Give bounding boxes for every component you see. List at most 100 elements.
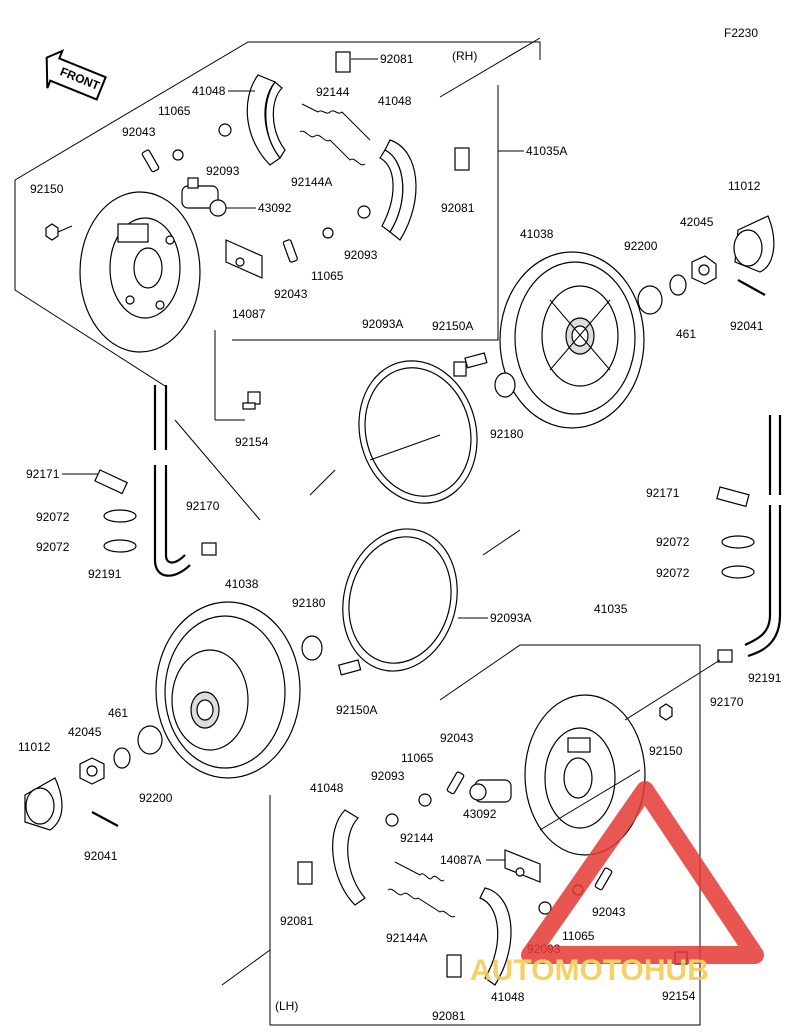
label-92081: 92081 [432,1009,466,1023]
label-92081: 92081 [380,52,414,66]
clip-92081-rh-b [454,147,470,171]
stud-92150A-lh [337,659,362,676]
spring-92144A-lh [387,888,456,918]
washer-92093-rh-b [357,205,371,219]
clamp-92072-left-b [103,539,137,553]
oring-92180-rh [494,372,516,398]
label-92180: 92180 [292,596,326,610]
washer-92093-rh-a [218,123,232,137]
label-92191: 92191 [88,567,122,581]
label-92072: 92072 [36,510,70,524]
brake-shoe-rh-b [379,139,417,241]
front-arrow-icon: FRONT [45,49,107,101]
label-92154: 92154 [662,989,696,1003]
label-14087: 14087 [232,307,266,321]
label-92072: 92072 [656,566,690,580]
label-92171: 92171 [26,467,60,481]
brake-shoe-lh-a [332,809,366,906]
nut-42045-rh [691,255,717,285]
label-41048: 41048 [378,94,412,108]
label-92154: 92154 [235,435,269,449]
rh-assembly-frame [14,37,541,387]
label-92200: 92200 [139,791,173,805]
label-92072: 92072 [656,535,690,549]
cotter-92041-lh [91,811,119,827]
seal-92093A-b [342,528,458,672]
watermark-triangle-icon [521,781,764,964]
label-92180: 92180 [490,427,524,441]
bolt-92150-rh [45,223,73,241]
pin-92043-lh-a [446,771,465,795]
label-41035A: 41035A [526,144,567,158]
label-92144: 92144 [316,85,350,99]
label-11012: 11012 [728,179,761,193]
brake-shoe-rh-a [246,74,286,166]
label-41038: 41038 [225,577,259,591]
washer-461-lh [113,747,131,769]
washer-11065-rh-a [172,149,184,161]
label-92191: 92191 [748,671,782,685]
clip-92170-left [201,542,217,556]
seal-92093A-a [358,360,478,504]
label-92093: 92093 [206,164,240,178]
clamp-92072-right-b [721,565,755,579]
label-92150A: 92150A [336,703,377,717]
backing-plate-lh [524,694,646,856]
pin-92043-rh-b [282,239,298,263]
part-labels: 92081 41048 11065 92144 41048 92043 9209… [18,52,782,1023]
label-92043: 92043 [274,287,308,301]
label-92150: 92150 [649,744,683,758]
pin-92043-rh-a [141,149,160,173]
cap-11012-rh [733,215,775,273]
label-11065: 11065 [401,751,434,765]
brake-drum-rh [499,251,645,429]
watermark-logo: AUTOMOTOHUB [470,781,764,987]
label-11065: 11065 [562,929,595,943]
brake-drum-lh [155,601,301,779]
label-41048: 41048 [491,990,525,1004]
label-42045: 42045 [680,215,714,229]
diagram-code: F2230 [724,26,758,40]
label-92072: 92072 [36,540,70,554]
clip-92081-rh-a [335,51,351,73]
label-42045: 42045 [68,725,102,739]
lh-label: (LH) [275,999,298,1013]
spring-92144-rh [301,103,371,141]
label-92043: 92043 [592,905,626,919]
watermark-text: AUTOMOTOHUB [470,954,709,987]
pin-92043-lh-b [594,867,613,891]
label-92043: 92043 [122,125,156,139]
wheel-cylinder-rh [181,177,227,217]
label-41048: 41048 [310,781,344,795]
washer-92093-lh-a [385,813,399,827]
label-41048: 41048 [192,84,226,98]
label-92144A: 92144A [291,175,332,189]
label-92093A: 92093A [490,611,531,625]
backing-plate-rh [79,191,201,353]
label-461: 461 [108,706,128,720]
label-43092: 43092 [463,807,497,821]
label-11012: 11012 [18,740,51,754]
label-461: 461 [676,327,696,341]
spring-92144-lh [394,861,445,882]
bolt-92150-lh [659,703,673,721]
label-92081: 92081 [441,201,475,215]
label-92170: 92170 [186,499,220,513]
washer-92200-lh [137,725,163,755]
washer-92200-rh [637,285,663,315]
label-92171: 92171 [646,486,680,500]
clip-92081-lh-b [446,954,462,978]
wheel-cylinder-lh [469,779,512,803]
washer-11065-lh-a [418,793,432,807]
washer-92093-lh-b [538,901,552,915]
washer-11065-rh-b [322,227,334,239]
label-43092: 43092 [258,201,292,215]
label-92150: 92150 [30,182,64,196]
label-41035: 41035 [594,602,628,616]
brake-shoe-lh-b [479,887,512,986]
clamp-92072-right-a [721,535,755,549]
label-92081: 92081 [280,914,314,928]
label-92093A: 92093A [362,317,403,331]
spring-92144A-rh [299,130,366,166]
